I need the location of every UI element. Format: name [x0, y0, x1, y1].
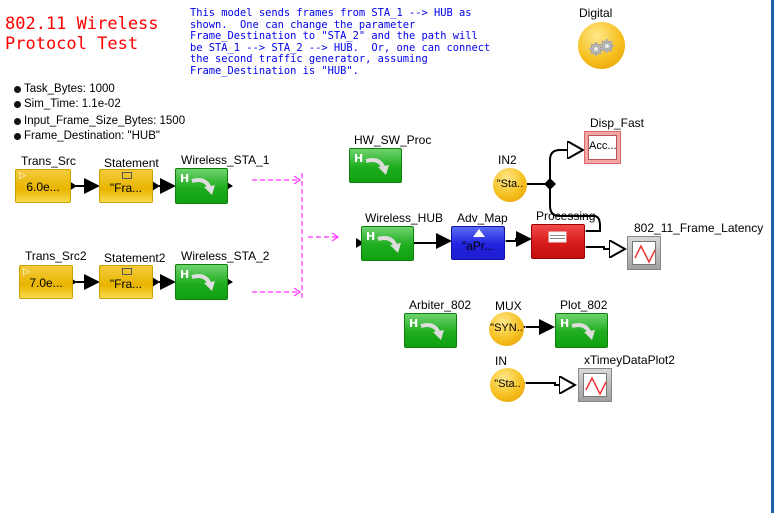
waveform-icon [634, 244, 656, 264]
bullet-icon [14, 118, 21, 125]
triangle-icon [473, 229, 485, 237]
curved-arrow-icon [191, 274, 215, 291]
wireless-sta-1-label: Wireless_STA_1 [181, 153, 270, 167]
curved-arrow-icon [571, 323, 595, 340]
mux-label: MUX [495, 299, 522, 313]
adv-map-block[interactable]: "aPr... [451, 226, 505, 260]
trans-src-label: Trans_Src [21, 154, 76, 168]
wire [586, 247, 625, 249]
frame-latency-plot[interactable] [627, 236, 661, 270]
statement-block[interactable]: "Fra... [99, 169, 153, 203]
wireless-hub-label: Wireless_HUB [365, 211, 444, 225]
in-label: IN [495, 354, 507, 368]
plot-802-label: Plot_802 [560, 298, 608, 312]
wire [527, 150, 583, 185]
digital-label: Digital [579, 6, 613, 20]
curved-arrow-icon [191, 178, 215, 195]
arbiter-802-block[interactable]: H [404, 313, 457, 348]
model-description: This model sends frames from STA_1 --> H… [190, 7, 491, 77]
adv-map-label: Adv_Map [457, 211, 508, 225]
window-edge-border [771, 0, 774, 513]
gears-icon [589, 39, 614, 56]
hierarchy-icon: H [180, 268, 190, 281]
processing-label: Processing [536, 209, 596, 223]
digital-domain-button[interactable] [578, 22, 625, 69]
parameter-item[interactable]: Input_Frame_Size_Bytes: 1500 [14, 114, 185, 129]
xtimey-plot2-label: xTimeyDataPlot2 [584, 353, 675, 367]
waveform-icon [585, 376, 607, 396]
wireless-sta-2-block[interactable]: H [175, 264, 228, 300]
bullet-icon [14, 86, 21, 93]
disp-fast-label: Disp_Fast [590, 116, 645, 130]
statement-icon [122, 172, 132, 179]
in-input[interactable]: "Sta.. [490, 368, 525, 402]
trans-src-block[interactable]: ▷ 6.0e... [15, 169, 71, 203]
parameter-item[interactable]: Sim_Time: 1.1e-02 [14, 97, 185, 112]
frame-latency-label: 802_11_Frame_Latency [634, 221, 764, 235]
curved-arrow-icon [420, 323, 444, 340]
wireless-sta-1-block[interactable]: H [175, 168, 228, 204]
statement-label: Statement [104, 156, 159, 170]
trans-src2-label: Trans_Src2 [25, 249, 87, 263]
hierarchy-icon: H [560, 317, 570, 330]
play-icon: ▷ [23, 266, 30, 276]
parameter-list: Task_Bytes: 1000 Sim_Time: 1.1e-02 Input… [14, 82, 185, 144]
bullet-icon [14, 133, 21, 140]
hierarchy-icon: H [366, 230, 376, 243]
wire [549, 184, 601, 232]
hierarchy-icon: H [180, 172, 190, 185]
play-icon: ▷ [19, 170, 26, 180]
in2-input[interactable]: "Sta.. [493, 168, 527, 202]
statement2-block[interactable]: "Fra... [99, 265, 153, 299]
xtimey-plot2-plot[interactable] [578, 368, 612, 402]
wire [413, 233, 452, 249]
plot-802-block[interactable]: H [555, 313, 608, 348]
curved-arrow-icon [365, 158, 389, 175]
model-title: 802.11 Wireless Protocol Test [5, 14, 159, 54]
mux-input[interactable]: "SYN.. [489, 312, 524, 346]
junction-node [544, 178, 556, 190]
hierarchy-icon: H [409, 317, 419, 330]
parameter-item[interactable]: Frame_Destination: "HUB" [14, 129, 185, 144]
hw-sw-proc-label: HW_SW_Proc [354, 133, 432, 147]
wire [526, 383, 575, 385]
arbiter-802-label: Arbiter_802 [409, 298, 472, 312]
hw-sw-proc-block[interactable]: H [349, 148, 402, 183]
hierarchy-icon: H [354, 152, 364, 165]
wire [506, 231, 532, 247]
list-icon [548, 231, 567, 243]
disp-fast-display[interactable]: Acc... [584, 131, 621, 164]
curved-arrow-icon [377, 236, 401, 253]
wireless-sta-2-label: Wireless_STA_2 [181, 249, 270, 263]
bullet-icon [14, 101, 21, 108]
wireless-hub-block[interactable]: H [361, 226, 414, 261]
statement2-label: Statement2 [104, 251, 166, 265]
statement-icon [122, 268, 132, 275]
processing-block[interactable] [531, 224, 585, 259]
in2-label: IN2 [498, 153, 517, 167]
parameter-item[interactable]: Task_Bytes: 1000 [14, 82, 185, 97]
trans-src2-block[interactable]: ▷ 7.0e... [19, 265, 73, 299]
